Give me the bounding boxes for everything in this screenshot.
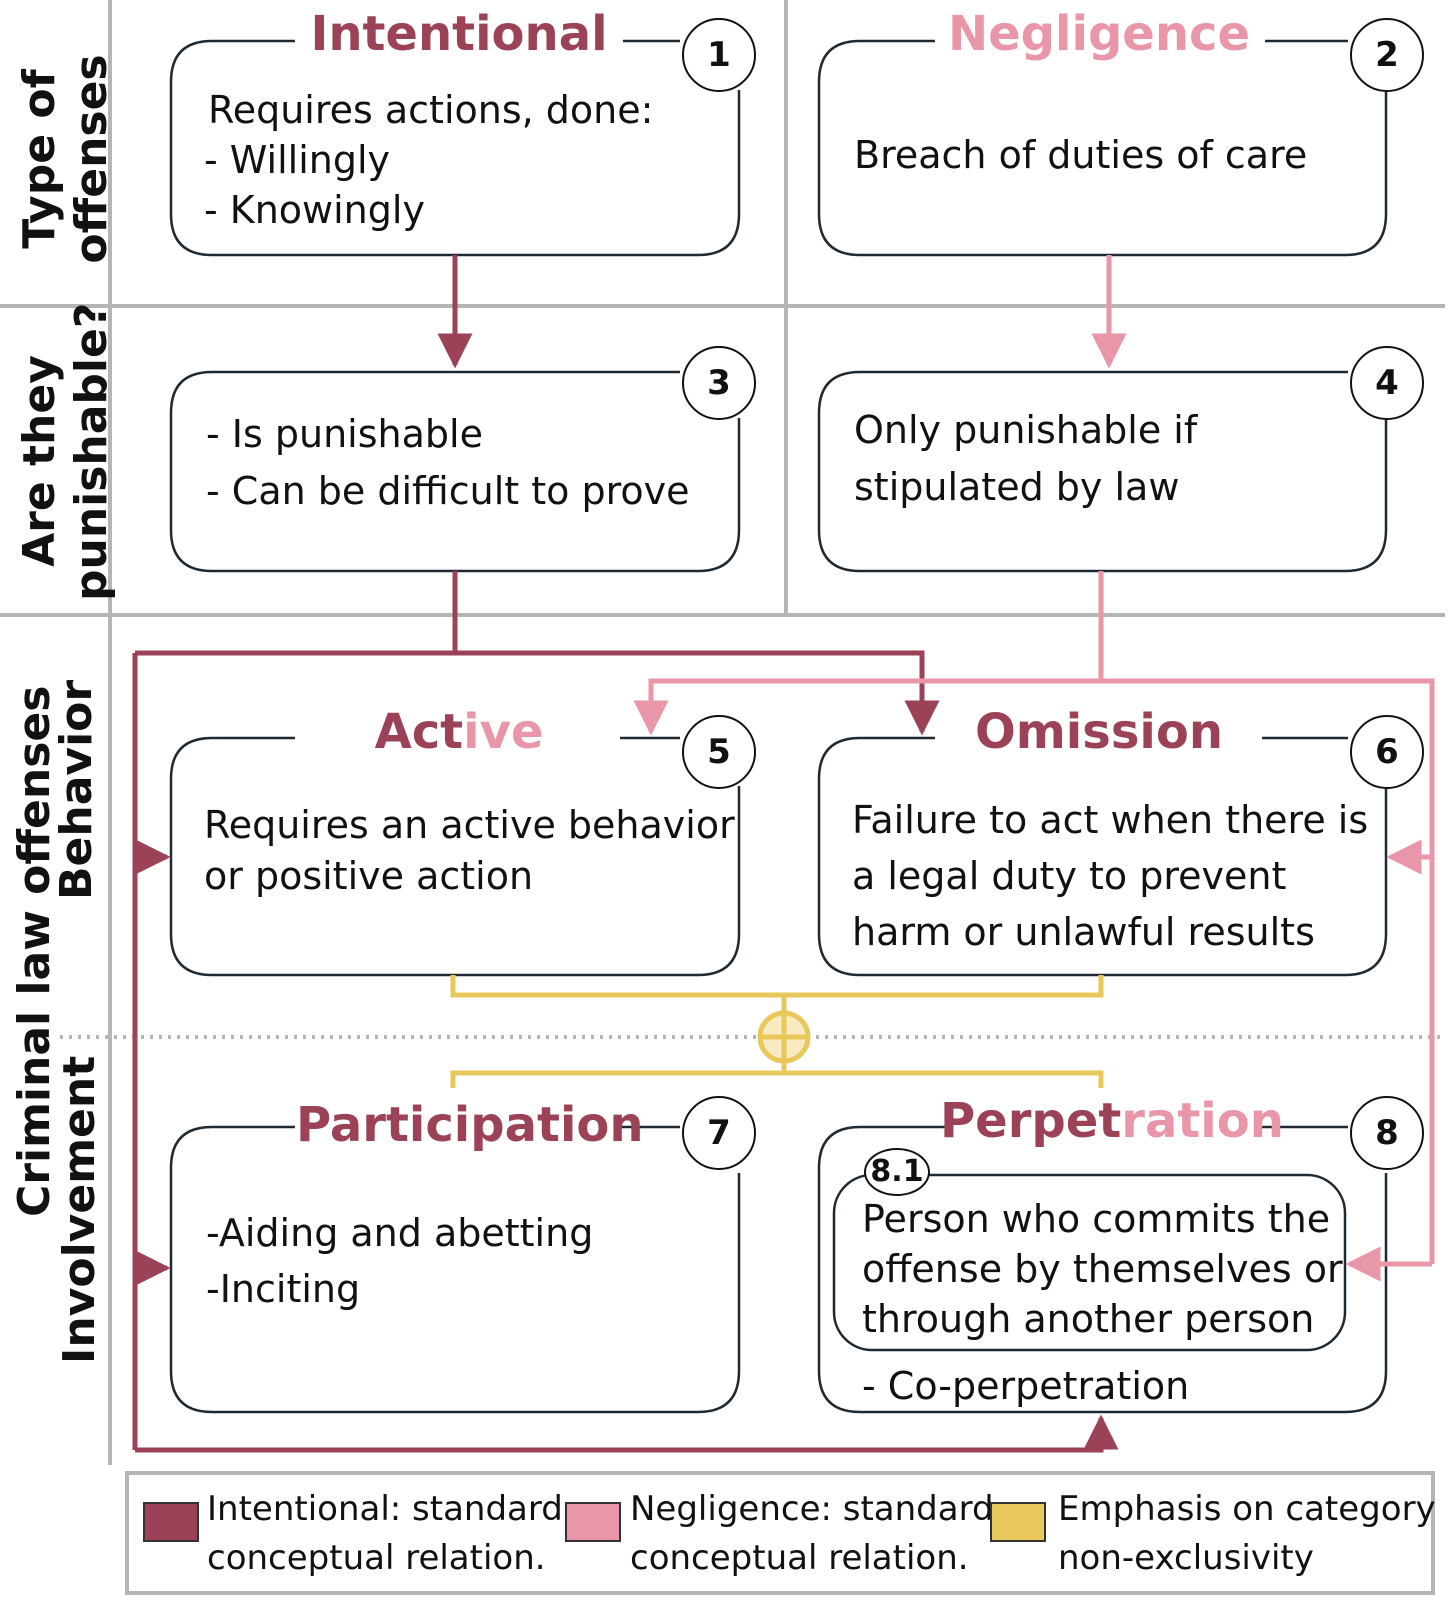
box-8-1-line-1: Person who commits the [862,1197,1331,1241]
legend-intentional-line-2: conceptual relation. [207,1538,546,1578]
box-2-outline [817,39,1388,257]
negligence-connectors [633,255,1435,1282]
legend-swatch-emphasis [990,1502,1046,1542]
title-perpetration-part-b: ration [1121,1093,1284,1149]
title-active-part-b: ive [463,704,544,760]
title-omission: Omission [974,704,1223,760]
grid-lines [0,0,1445,1465]
legend-swatch-negligence [565,1502,621,1542]
legend-negligence-line-2: conceptual relation. [630,1538,969,1578]
box-8-extra-line: - Co-perpetration [862,1364,1190,1408]
box-6-outline [817,736,1388,977]
box-3-outline [169,370,741,573]
badge-3: 3 [682,346,756,420]
title-active-part-a: Act [374,704,464,760]
intentional-connectors [132,255,1119,1453]
title-active: Active [300,704,618,760]
row-label-involvement: Involvement [54,1055,105,1364]
badge-4: 4 [1350,346,1424,420]
legend-emphasis-line-2: non-exclusivity [1058,1538,1314,1578]
box-8-outline [817,1125,1388,1414]
title-perpetration: Perpetration [940,1093,1284,1149]
box-3-line-2: - Can be difficult to prove [206,469,690,513]
box-5-line-1: Requires an active behavior [204,803,735,847]
box-outlines [169,39,1388,1414]
box-5-line-2: or positive action [204,854,534,898]
badge-5: 5 [682,715,756,789]
box-7-line-2: -Inciting [206,1267,361,1311]
badge-8: 8 [1350,1096,1424,1170]
title-perpetration-part-a: Perpet [940,1093,1122,1149]
box-8-1-outline [832,1173,1347,1352]
title-participation: Participation [296,1097,644,1153]
legend-emphasis-line-1: Emphasis on category [1058,1489,1436,1529]
legend-frame [125,1471,1435,1595]
box-6-line-1: Failure to act when there is [852,798,1369,842]
row-label-behavior: Behavior [51,679,102,900]
box-7-line-1: -Aiding and abetting [206,1211,594,1255]
legend-negligence-line-1: Negligence: standard [630,1489,994,1529]
title-intentional: Intentional [310,6,608,62]
box-1-outline [169,39,741,257]
box-4-line-2: stipulated by law [854,465,1180,509]
box-7-outline [169,1125,741,1414]
badge-6: 6 [1350,715,1424,789]
box-6-line-2: a legal duty to prevent [852,854,1287,898]
box-4-outline [817,370,1388,573]
legend-swatch-intentional [143,1502,199,1542]
badge-1: 1 [682,18,756,92]
badge-8-1: 8.1 [864,1148,930,1196]
box-2-line-1: Breach of duties of care [854,133,1308,177]
box-5-outline [169,736,741,977]
box-1-line-3: - Knowingly [204,188,425,232]
box-1-line-2: - Willingly [204,138,391,182]
box-6-line-3: harm or unlawful results [852,910,1315,954]
badge-7: 7 [682,1096,756,1170]
legend-intentional-line-1: Intentional: standard [207,1489,563,1529]
badge-2: 2 [1350,18,1424,92]
box-4-line-1: Only punishable if [854,408,1198,452]
box-3-line-1: - Is punishable [206,412,483,456]
title-negligence: Negligence [947,6,1251,62]
box-8-1-line-3: through another person [862,1297,1315,1341]
box-8-1-line-2: offense by themselves or [862,1247,1343,1291]
box-1-line-1: Requires actions, done: [208,88,654,132]
xor-icon [757,1010,811,1064]
